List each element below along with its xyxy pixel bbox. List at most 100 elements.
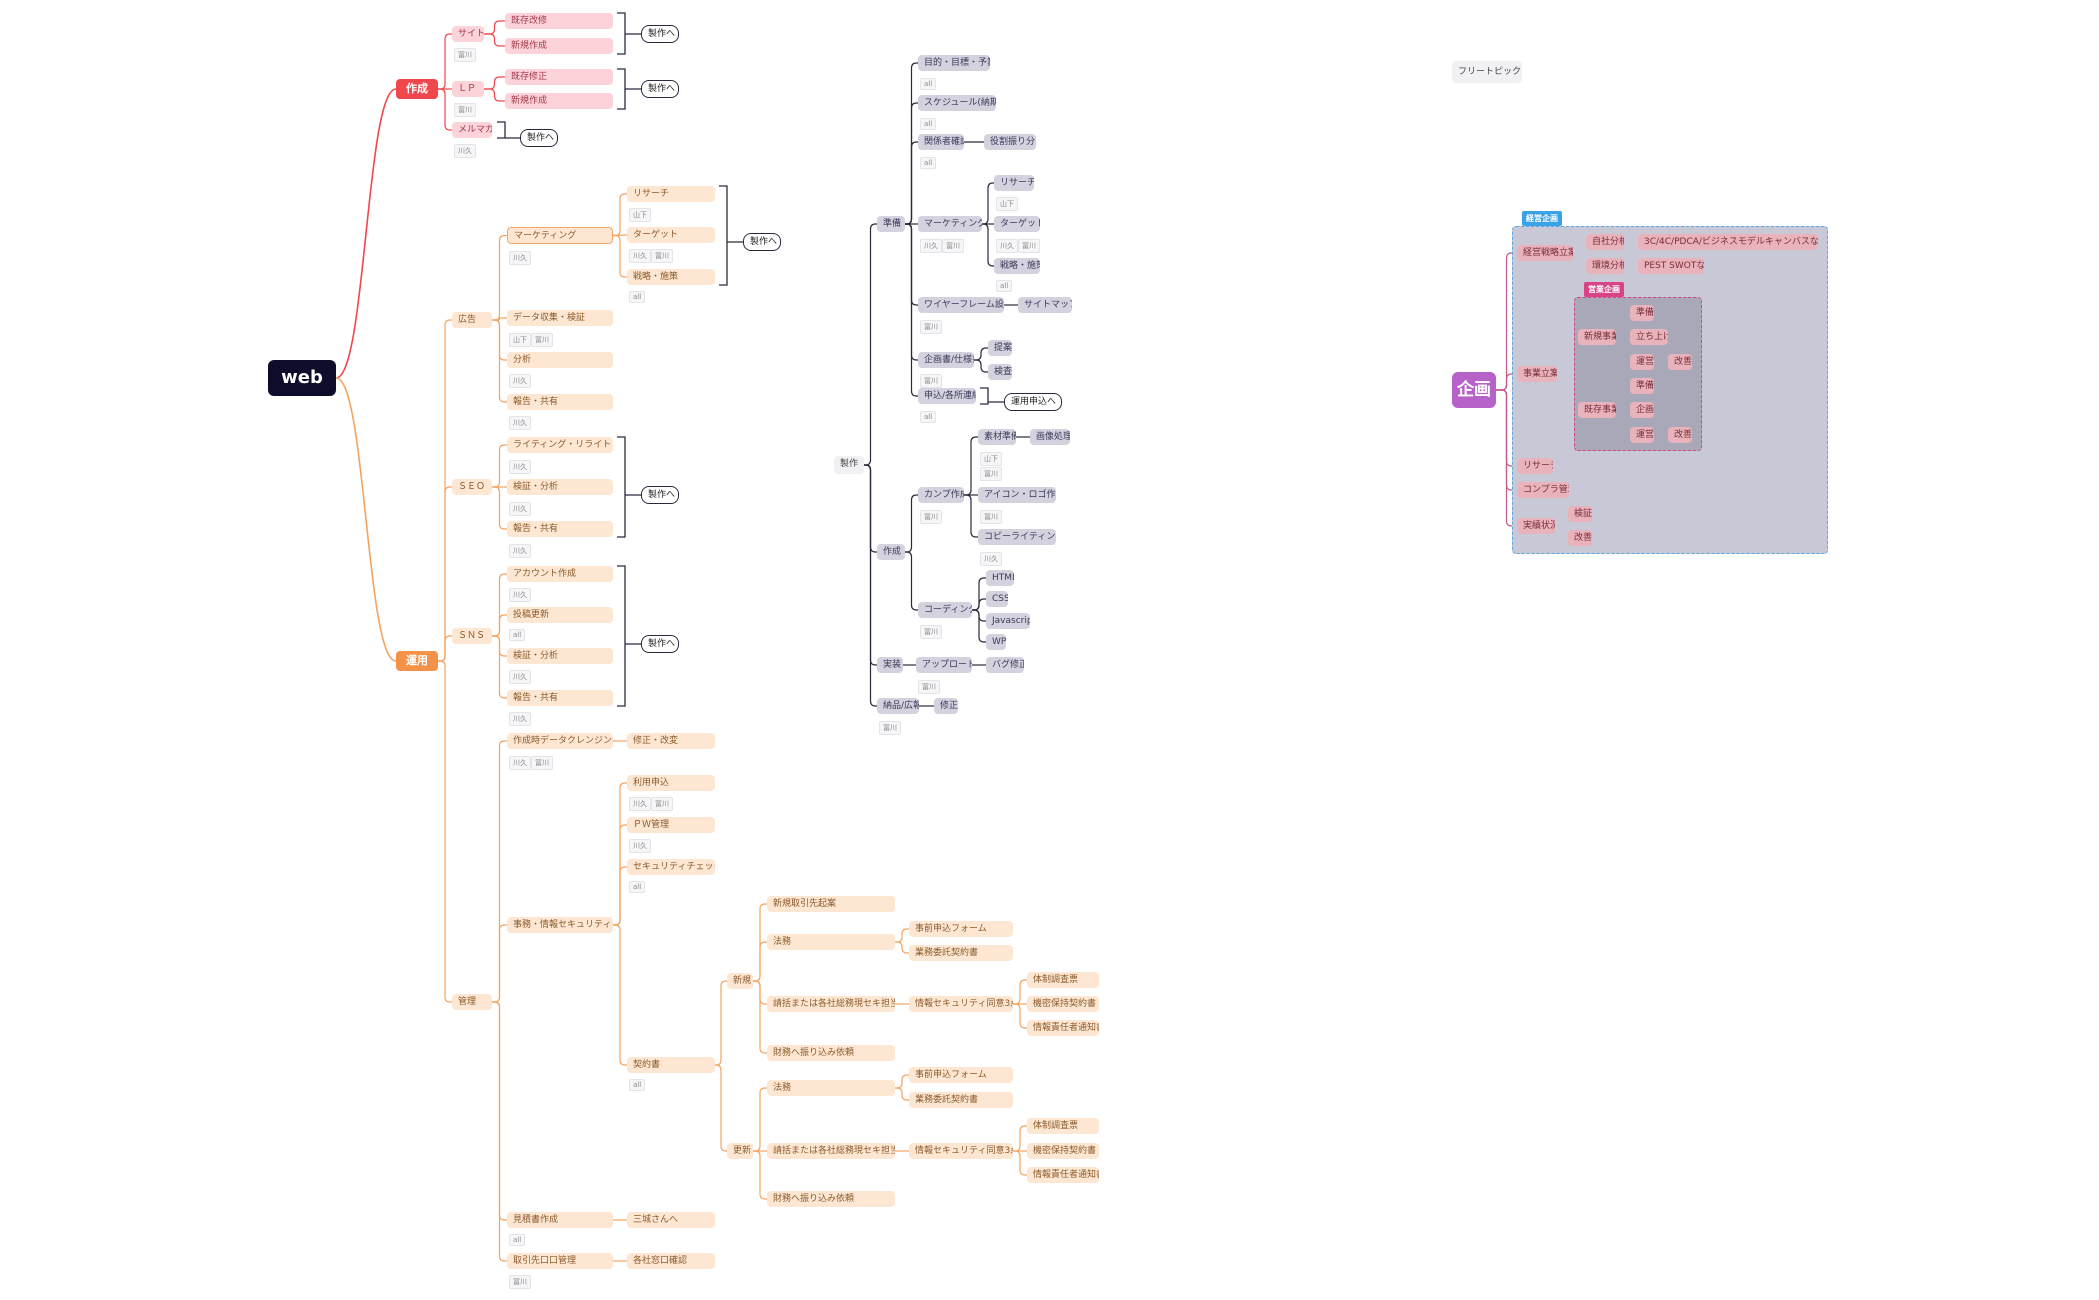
eb-operate-node[interactable]: 運営 xyxy=(1630,427,1654,443)
business-plan-node[interactable]: 事業立案 xyxy=(1517,366,1557,382)
self-analysis-node[interactable]: 自社分析 xyxy=(1586,234,1624,250)
to-production-button[interactable]: 製作へ xyxy=(641,486,679,504)
confidential-node[interactable]: 機密保持契約書 xyxy=(1027,996,1099,1012)
prod-marketing-node[interactable]: マーケティング xyxy=(918,216,982,232)
renew-survey-node[interactable]: 体制調査票 xyxy=(1027,1118,1099,1134)
seo-node[interactable]: ＳＥＯ xyxy=(452,479,492,495)
schedule-node[interactable]: スケジュール(納期) xyxy=(918,95,996,111)
results-node[interactable]: 実績状況 xyxy=(1517,518,1555,534)
html-node[interactable]: HTML xyxy=(986,570,1014,586)
to-operation-button[interactable]: 運用申込へ xyxy=(1004,393,1062,411)
contact-node[interactable]: 各社窓口確認 xyxy=(627,1253,715,1269)
sns-node[interactable]: ＳＮＳ xyxy=(452,628,492,644)
writing-node[interactable]: ライティング・リライト xyxy=(507,437,613,453)
estimate-node[interactable]: 見積書作成 xyxy=(507,1212,613,1228)
renew-confidential-node[interactable]: 機密保持契約書 xyxy=(1027,1143,1099,1159)
prod-strategy-node[interactable]: 戦略・施策 xyxy=(994,258,1040,274)
renew-incl-node[interactable]: 請括または各社総務現セキ担当者 xyxy=(767,1143,895,1159)
delivery-node[interactable]: 納品/広報 xyxy=(877,698,919,714)
prod-research-node[interactable]: リサーチ xyxy=(994,175,1034,191)
frameworks-node[interactable]: 3C/4C/PDCA/ビジネスモデルキャンバスなど xyxy=(1638,234,1818,250)
site-existing-node[interactable]: 既存改修 xyxy=(505,13,613,29)
data-collect-node[interactable]: データ収集・検証 xyxy=(507,310,613,326)
goals-node[interactable]: 目的・目標・予算 xyxy=(918,55,990,71)
outsource-node[interactable]: 業務委託契約書 xyxy=(909,945,1013,961)
sec-docs-node[interactable]: 情報セキュリティ同意3点 xyxy=(909,996,1013,1012)
roles-node[interactable]: 役割振り分け xyxy=(984,134,1036,150)
js-node[interactable]: Javascript xyxy=(986,613,1030,629)
partner-node[interactable]: 取引先口口管理 xyxy=(507,1253,613,1269)
nb-launch-node[interactable]: 立ち上げ xyxy=(1630,329,1668,345)
site-new-node[interactable]: 新規作成 xyxy=(505,38,613,54)
sns-report-node[interactable]: 報告・共有 xyxy=(507,690,613,706)
to-production-button[interactable]: 製作へ xyxy=(743,233,781,251)
stakeholders-node[interactable]: 関係者確認 xyxy=(918,134,964,150)
icon-logo-node[interactable]: アイコン・ロゴ作成 xyxy=(978,487,1056,503)
incl-node[interactable]: 請括または各社総務現セキ担当者 xyxy=(767,996,895,1012)
wp-node[interactable]: WP xyxy=(986,634,1006,650)
cleansing-node[interactable]: 作成時データクレンジング xyxy=(507,733,613,749)
upload-node[interactable]: アップロード xyxy=(916,657,972,673)
verify-node[interactable]: 検証 xyxy=(1568,506,1592,522)
proposal-node[interactable]: 提案 xyxy=(988,340,1012,356)
research-node[interactable]: リサーチ xyxy=(627,186,715,202)
renew-finance-node[interactable]: 財務へ振り込み依頼 xyxy=(767,1191,895,1207)
finance-node[interactable]: 財務へ振り込み依頼 xyxy=(767,1045,895,1061)
web-root-node[interactable]: web xyxy=(268,360,336,396)
material-node[interactable]: 素材準備 xyxy=(978,429,1016,445)
to-production-button[interactable]: 製作へ xyxy=(641,80,679,98)
plan-root-node[interactable]: 企画 xyxy=(1452,372,1496,408)
prep-node[interactable]: 準備 xyxy=(877,216,905,232)
site-node[interactable]: サイト xyxy=(452,26,484,42)
to-production-button[interactable]: 製作へ xyxy=(641,635,679,653)
sec-check-node[interactable]: セキュリティチェック xyxy=(627,859,715,875)
eb-prep-node[interactable]: 準備 xyxy=(1630,378,1654,394)
nb-operate-node[interactable]: 運営 xyxy=(1630,354,1654,370)
free-topic-node[interactable]: フリートピック xyxy=(1452,61,1522,83)
renew-sec-docs-node[interactable]: 情報セキュリティ同意3点 xyxy=(909,1143,1013,1159)
create-node[interactable]: 作成 xyxy=(396,79,438,99)
lp-new-node[interactable]: 新規作成 xyxy=(505,93,613,109)
image-node[interactable]: 画像処理 xyxy=(1030,429,1070,445)
analysis-node[interactable]: 分析 xyxy=(507,352,613,368)
miyagi-node[interactable]: 三城さんへ xyxy=(627,1212,715,1228)
copywriting-node[interactable]: コピーライティング xyxy=(978,529,1056,545)
plan-research-node[interactable]: リサーチ xyxy=(1517,458,1553,474)
prod-target-node[interactable]: ターゲット xyxy=(994,216,1040,232)
mail-node[interactable]: メルマガ xyxy=(452,122,492,138)
manage-node[interactable]: 管理 xyxy=(452,994,492,1010)
mgmt-strategy-node[interactable]: 経営戦略立案 xyxy=(1517,245,1573,261)
wireframe-node[interactable]: ワイヤーフレーム設計 xyxy=(918,297,1004,313)
security-node[interactable]: 事務・情報セキュリティ xyxy=(507,917,613,933)
renew-outsource-node[interactable]: 業務委託契約書 xyxy=(909,1092,1013,1108)
report-node[interactable]: 報告・共有 xyxy=(507,394,613,410)
css-node[interactable]: CSS xyxy=(986,591,1008,607)
new-node[interactable]: 新規 xyxy=(727,973,753,989)
operate-node[interactable]: 運用 xyxy=(396,651,438,671)
production-root-node[interactable]: 製作 xyxy=(834,456,864,474)
sns-verify-node[interactable]: 検証・分析 xyxy=(507,648,613,664)
apply-contact-node[interactable]: 申込/各所連絡 xyxy=(918,388,976,404)
to-production-button[interactable]: 製作へ xyxy=(520,129,558,147)
pest-node[interactable]: PEST SWOTなど xyxy=(1638,258,1704,274)
sitemap-node[interactable]: サイトマップ xyxy=(1018,297,1072,313)
review-node[interactable]: 検査 xyxy=(988,364,1012,380)
eb-improve-node[interactable]: 改善 xyxy=(1668,427,1692,443)
renew-notice-node[interactable]: 情報責任者通知書 xyxy=(1027,1167,1099,1183)
seo-report-node[interactable]: 報告・共有 xyxy=(507,521,613,537)
make-node[interactable]: 作成 xyxy=(877,544,905,560)
fix-node[interactable]: 修正 xyxy=(934,698,958,714)
ad-node[interactable]: 広告 xyxy=(452,312,492,328)
comp-node[interactable]: カンプ作成 xyxy=(918,487,964,503)
new-client-node[interactable]: 新規取引先起案 xyxy=(767,896,895,912)
usage-apply-node[interactable]: 利用申込 xyxy=(627,775,715,791)
fix-modify-node[interactable]: 修正・改変 xyxy=(627,733,715,749)
account-node[interactable]: アカウント作成 xyxy=(507,566,613,582)
marketing-node[interactable]: マーケティング xyxy=(507,227,613,244)
renew-prior-form-node[interactable]: 事前申込フォーム xyxy=(909,1067,1013,1083)
to-production-button[interactable]: 製作へ xyxy=(641,25,679,43)
pw-node[interactable]: ＰＷ管理 xyxy=(627,817,715,833)
nb-improve-node[interactable]: 改善 xyxy=(1668,354,1692,370)
prior-form-node[interactable]: 事前申込フォーム xyxy=(909,921,1013,937)
improve2-node[interactable]: 改善 xyxy=(1568,530,1592,546)
